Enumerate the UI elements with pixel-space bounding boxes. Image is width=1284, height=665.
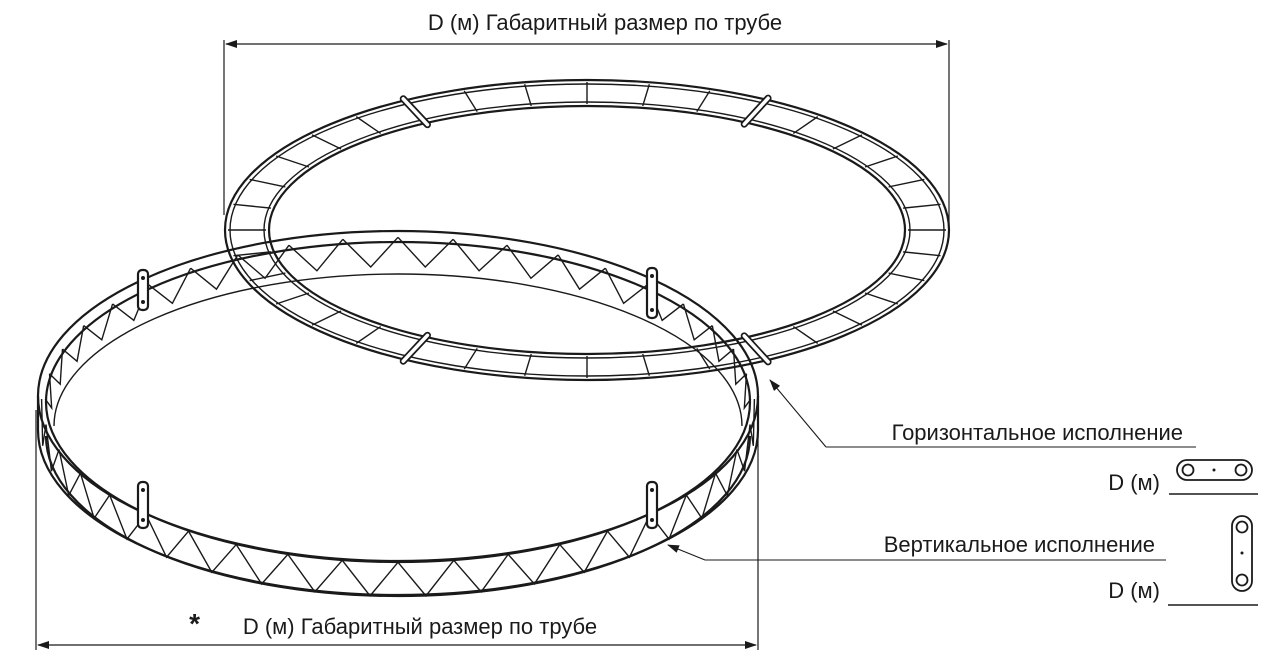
rung — [832, 310, 863, 326]
rung — [249, 272, 286, 282]
web-diagonal — [452, 238, 508, 272]
outer-pipe — [223, 78, 951, 382]
vertical-d-label: D (м) — [1108, 578, 1160, 603]
rung — [832, 134, 863, 150]
web-diagonal — [49, 348, 64, 386]
top-dimension-label: D (м) Габаритный размер по трубе — [428, 10, 782, 35]
rung — [311, 134, 342, 150]
rung — [864, 292, 899, 305]
rung — [792, 325, 819, 344]
rung — [523, 84, 532, 107]
rung — [275, 292, 310, 305]
connection-plate — [645, 266, 659, 320]
web-diagonal — [749, 398, 756, 446]
web-diagonal — [397, 559, 455, 597]
rung — [355, 325, 382, 344]
rung — [463, 348, 478, 370]
web-diagonal — [83, 303, 114, 342]
horizontal-version-label: Горизонтальное исполнение — [892, 420, 1183, 445]
rung — [311, 310, 342, 326]
rung — [696, 90, 711, 112]
web-diagonal — [507, 544, 561, 586]
web-diagonal — [145, 514, 190, 559]
bottom-inner-pipe — [44, 435, 752, 598]
web-diagonal — [287, 553, 343, 593]
web-diagonal — [342, 236, 399, 269]
vertical-section-icon — [1168, 515, 1258, 606]
web-diagonal — [341, 559, 399, 597]
web-diagonal — [604, 267, 648, 305]
rung — [275, 155, 310, 168]
web-diagonal — [62, 325, 85, 363]
horizontal-d-label: D (м) — [1108, 470, 1160, 495]
web-diagonal — [732, 348, 747, 386]
web-diagonal — [40, 398, 47, 446]
top-dimension: D (м) Габаритный размер по трубе — [223, 10, 950, 230]
web-diagonal — [79, 472, 111, 520]
web-diagonal — [711, 325, 734, 363]
rung — [463, 90, 478, 112]
vertical-version-label: Вертикальное исполнение — [884, 532, 1155, 557]
web-diagonal — [288, 238, 344, 272]
web-diagonal — [606, 514, 651, 559]
web-diagonal — [685, 472, 717, 520]
rung — [642, 353, 651, 376]
rung — [888, 178, 925, 188]
vertical-ring-truss — [36, 229, 760, 598]
rung — [523, 353, 532, 376]
web-diagonal — [397, 236, 454, 269]
web-diagonal — [44, 373, 53, 411]
web-diagonal — [714, 449, 738, 498]
bottom-dimension: * D (м) Габаритный размер по трубе — [35, 410, 759, 650]
rung — [792, 116, 819, 135]
connection-plate-inner — [742, 334, 770, 364]
bottom-dimension-label: D (м) Габаритный размер по трубе — [243, 614, 597, 639]
web-diagonal — [148, 267, 192, 305]
connection-plate-inner — [401, 97, 430, 127]
web-diagonal — [506, 244, 559, 280]
outer-pipe-edge — [229, 83, 945, 377]
connection-plate — [645, 480, 659, 530]
inner-pipe — [267, 104, 907, 356]
back-lower-pipe — [53, 273, 743, 427]
connection-plate — [136, 480, 150, 530]
web-diagonal — [58, 449, 82, 498]
horizontal-section-icon — [1169, 459, 1258, 495]
web-diagonal — [45, 424, 60, 472]
web-diagonal — [557, 254, 606, 291]
horizontal-version-callout: Горизонтальное исполнение D (м) — [769, 379, 1258, 495]
bottom-asterisk: * — [189, 608, 200, 639]
rung — [233, 251, 271, 257]
web-diagonal — [736, 424, 751, 472]
web-diagonal — [559, 530, 609, 574]
rung — [233, 203, 271, 209]
inner-pipe-edge — [263, 101, 911, 359]
vertical-version-callout: Вертикальное исполнение D (м) — [667, 515, 1258, 606]
web-diagonal — [237, 244, 290, 280]
web-diagonal — [682, 303, 713, 342]
rung — [642, 84, 651, 107]
web-diagonal — [190, 254, 239, 291]
web-diagonal — [235, 544, 289, 586]
rung — [355, 116, 382, 135]
web-diagonal — [743, 373, 752, 411]
connection-plate-inner — [401, 333, 430, 363]
rung — [249, 178, 286, 188]
rung — [888, 272, 925, 282]
connection-plate-inner — [742, 96, 770, 126]
rung — [903, 203, 941, 209]
web-diagonal — [187, 530, 237, 574]
connection-plate — [136, 268, 150, 312]
rung — [864, 155, 899, 168]
rung — [903, 251, 941, 257]
top-inner-pipe — [44, 240, 752, 564]
web-diagonal — [453, 553, 509, 593]
horizontal-ring-truss — [223, 78, 951, 382]
